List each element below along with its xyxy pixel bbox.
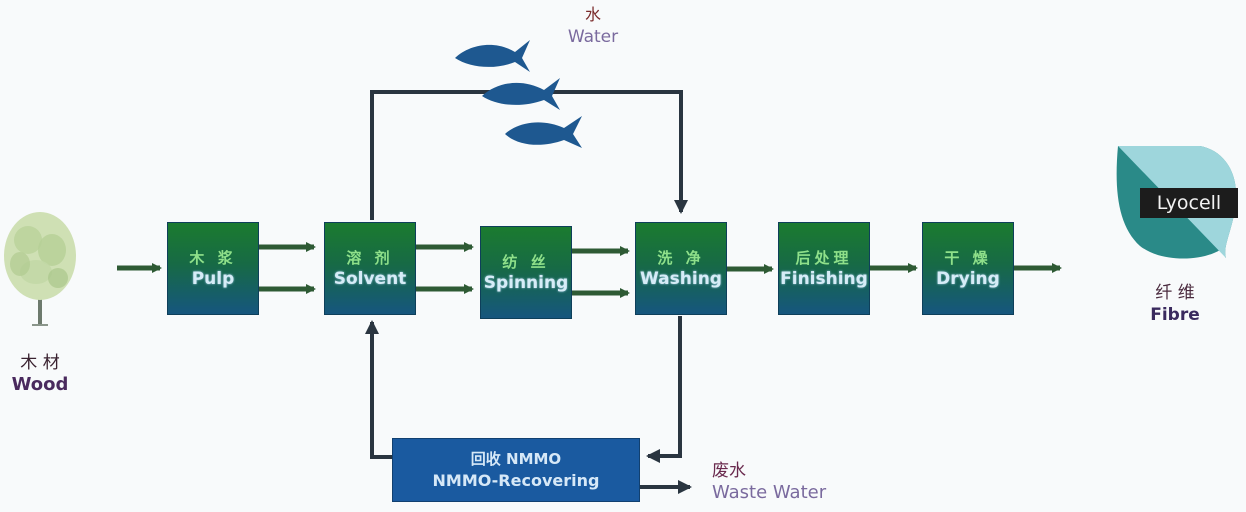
step-solvent[interactable]: 溶 剂 Solvent: [324, 222, 416, 315]
washing-to-recovery-line: [646, 316, 682, 463]
wood-label: 木 材 Wood: [0, 352, 80, 396]
step-pulp-cn: 木 浆: [189, 248, 237, 267]
step-spinning-cn: 纺 丝: [502, 252, 550, 271]
lyocell-brand-text: Lyocell: [1156, 192, 1222, 214]
wood-label-en: Wood: [11, 374, 69, 395]
water-label: 水 Water: [548, 4, 638, 48]
step-solvent-en: Solvent: [333, 268, 407, 289]
step-washing-en: Washing: [640, 268, 722, 289]
step-pulp[interactable]: 木 浆 Pulp: [167, 222, 259, 315]
recovery-line2: NMMO-Recovering: [432, 471, 600, 490]
fibre-label: 纤 维 Fibre: [1135, 282, 1215, 326]
step-finishing[interactable]: 后处理 Finishing: [778, 222, 870, 315]
lyocell-brand: Lyocell: [1140, 190, 1238, 216]
water-label-en: Water: [567, 27, 619, 47]
step-washing-cn: 洗 净: [657, 248, 705, 267]
step-finishing-en: Finishing: [780, 268, 868, 289]
nmmo-recovery-box[interactable]: 回收 NMMO NMMO-Recovering: [392, 438, 640, 502]
fish-icon: [505, 116, 582, 148]
fish-group: [455, 40, 582, 148]
wood-label-cn: 木 材: [20, 353, 60, 373]
step-solvent-cn: 溶 剂: [346, 248, 394, 267]
step-drying-cn: 干 燥: [944, 248, 992, 267]
waste-water-cn: 废水: [712, 461, 746, 481]
leaf-icon: [1116, 146, 1238, 259]
fish-icon: [455, 40, 530, 72]
fibre-label-cn: 纤 维: [1155, 283, 1195, 303]
fibre-label-en: Fibre: [1150, 305, 1200, 325]
waste-water-en: Waste Water: [712, 482, 827, 503]
water-label-cn: 水: [584, 5, 601, 24]
step-pulp-en: Pulp: [191, 268, 235, 289]
fish-icon: [482, 78, 560, 110]
step-drying-en: Drying: [936, 268, 1000, 289]
step-washing[interactable]: 洗 净 Washing: [635, 222, 727, 315]
tree-icon: [4, 212, 76, 326]
waste-water-label: 废水 Waste Water: [712, 460, 852, 504]
step-drying[interactable]: 干 燥 Drying: [922, 222, 1014, 315]
step-spinning[interactable]: 纺 丝 Spinning: [480, 226, 572, 319]
recovery-line1: 回收 NMMO: [470, 450, 562, 468]
step-finishing-cn: 后处理: [795, 248, 853, 267]
water-loop-line: [370, 90, 688, 220]
step-spinning-en: Spinning: [483, 272, 569, 293]
recovery-to-solvent-line: [365, 320, 393, 459]
